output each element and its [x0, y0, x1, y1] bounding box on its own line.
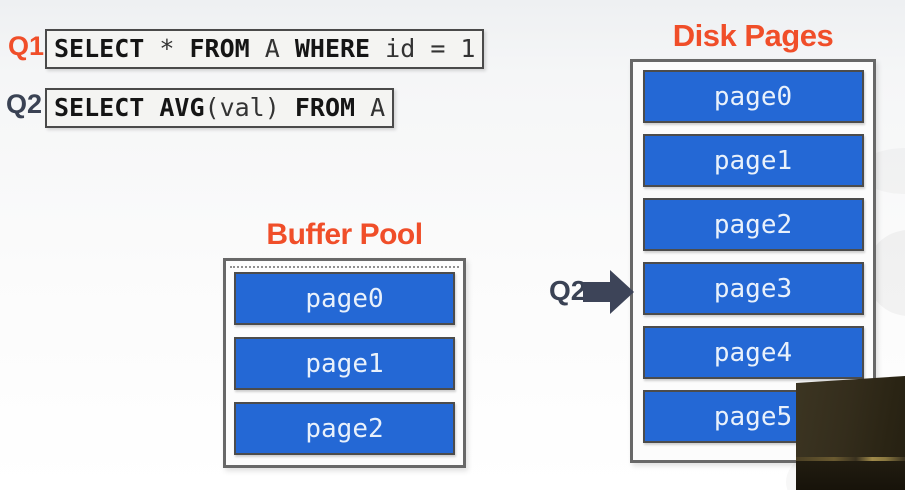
buffer-pool-title: Buffer Pool [266, 218, 423, 251]
q2-pointer-label: Q2 [549, 275, 587, 306]
page-label: page5 [713, 401, 793, 432]
page-label: page1 [305, 348, 384, 379]
sql-text [144, 93, 159, 122]
webcam-glint [796, 457, 905, 461]
webcam-video-overlay [796, 376, 905, 490]
page-label: page2 [305, 413, 384, 444]
sql-keyword: FROM [189, 33, 250, 63]
query1-sql-box: SELECT * FROM A WHERE id = 1 [45, 29, 485, 69]
sql-keyword: WHERE [294, 33, 371, 63]
arrow-right-icon [583, 269, 635, 320]
sql-text: A [249, 33, 295, 63]
sql-keyword: SELECT [54, 92, 145, 122]
sql-keyword: AVG [159, 92, 205, 122]
page-box-page2: page2 [642, 198, 864, 251]
page-box-page4: page4 [642, 326, 864, 379]
page-label: page1 [713, 145, 793, 176]
disk-pages-frame: page0 page1 page2 page3 page4 page5 [630, 59, 876, 463]
sql-text: id = 1 [370, 33, 476, 63]
webcam-lower-band [796, 461, 905, 490]
sql-keyword: SELECT [54, 33, 145, 63]
page-box-page1: page1 [642, 134, 864, 187]
page-label: page4 [713, 337, 793, 368]
page-label: page0 [305, 283, 384, 314]
page-box-page2: page2 [234, 402, 455, 455]
sql-text: A [355, 92, 386, 122]
page-box-page0: page0 [642, 70, 864, 123]
page-label: page0 [713, 81, 793, 112]
page-box-page0: page0 [234, 272, 455, 325]
buffer-pool-frame: page0 page1 page2 [223, 258, 466, 468]
page-label: page2 [713, 209, 793, 240]
query2-sql-box: SELECT AVG(val) FROM A [45, 88, 395, 128]
page-box-page3: page3 [642, 262, 864, 315]
query1-label: Q1 [8, 31, 45, 61]
buffer-slot-dashed-line [230, 266, 459, 268]
query2-label: Q2 [6, 89, 43, 119]
sql-keyword: FROM [294, 92, 356, 122]
disk-pages-title: Disk Pages [672, 18, 834, 53]
page-box-page1: page1 [234, 337, 455, 390]
page-label: page3 [713, 273, 793, 304]
sql-text: * [144, 33, 190, 63]
sql-text: (val) [204, 92, 295, 122]
